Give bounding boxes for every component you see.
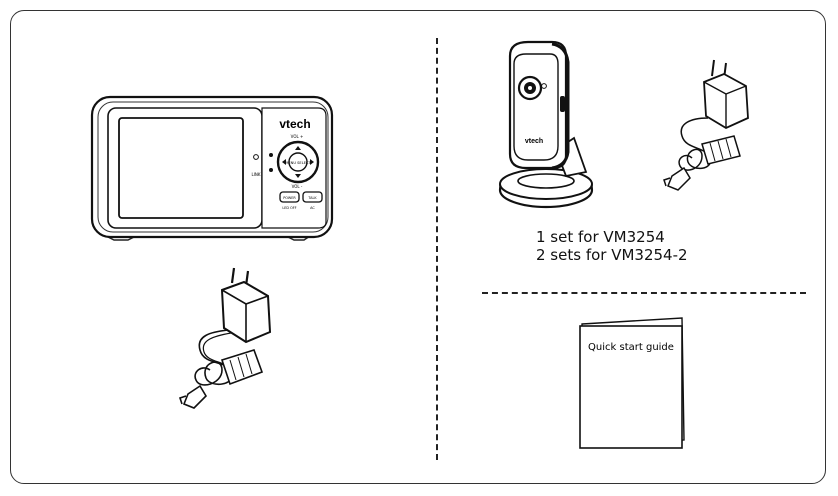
svg-text:POWER: POWER (283, 196, 296, 200)
svg-text:MENU SELECT: MENU SELECT (285, 161, 311, 165)
svg-text:LED OFF: LED OFF (282, 206, 296, 210)
parent-unit: vtech VOL + LINK MENU SELECT VOL - POWER… (90, 95, 334, 241)
svg-text:LINK: LINK (251, 172, 260, 177)
svg-text:AC: AC (310, 206, 315, 210)
quick-start-guide-booklet: Quick start guide (579, 317, 685, 449)
caption-line-1: 1 set for VM3254 (536, 228, 665, 246)
guide-title: Quick start guide (588, 342, 674, 353)
camera-brand-logo: vtech (525, 138, 543, 145)
caption-line-2: 2 sets for VM3254-2 (536, 246, 688, 264)
power-adapter-right (663, 59, 749, 191)
svg-text:VOL -: VOL - (292, 184, 303, 189)
svg-text:TALK: TALK (307, 196, 317, 200)
baby-unit-camera: vtech (498, 40, 594, 209)
baby-unit-quantity-caption: 1 set for VM3254 2 sets for VM3254-2 (536, 228, 688, 264)
svg-text:VOL +: VOL + (291, 134, 304, 139)
power-adapter-left (178, 267, 272, 409)
monitor-brand-logo: vtech (279, 117, 310, 131)
horizontal-divider (482, 292, 806, 294)
vertical-divider (436, 38, 438, 460)
contents-frame (10, 10, 826, 484)
